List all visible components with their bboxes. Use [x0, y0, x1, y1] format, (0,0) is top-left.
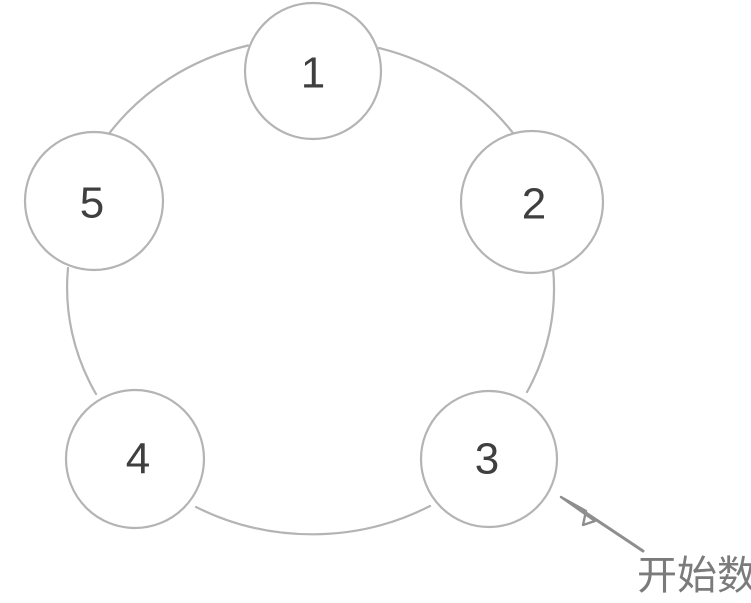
- node-4-circle[interactable]: [64, 388, 206, 530]
- node-4-label: 4: [126, 435, 150, 484]
- node-4[interactable]: 4: [64, 388, 206, 530]
- node-1-label: 1: [301, 49, 325, 98]
- edge-4-5-arc: [66, 266, 98, 396]
- start-annotation: 开始数: [559, 495, 751, 599]
- edge-5-1-arc: [106, 44, 250, 137]
- annotation-arrow-head-icon: [559, 495, 597, 527]
- edge-1-2-arc: [377, 46, 515, 135]
- node-3[interactable]: 3: [419, 389, 559, 529]
- ring-edges: [66, 44, 556, 536]
- edge-3-4-arc: [194, 504, 432, 536]
- edge-2-3-arc: [525, 266, 556, 394]
- node-2-circle[interactable]: [459, 129, 605, 275]
- node-3-circle[interactable]: [419, 389, 559, 529]
- node-2-label: 2: [522, 180, 546, 229]
- node-5-label: 5: [80, 179, 104, 228]
- node-2[interactable]: 2: [459, 129, 605, 275]
- node-5-circle[interactable]: [23, 130, 165, 272]
- annotation-text: 开始数: [637, 553, 751, 599]
- annotation-arrow-shaft: [581, 509, 645, 553]
- node-1-circle[interactable]: [243, 1, 383, 141]
- node-3-label: 3: [475, 435, 499, 484]
- node-1[interactable]: 1: [243, 1, 383, 141]
- node-5[interactable]: 5: [23, 130, 165, 272]
